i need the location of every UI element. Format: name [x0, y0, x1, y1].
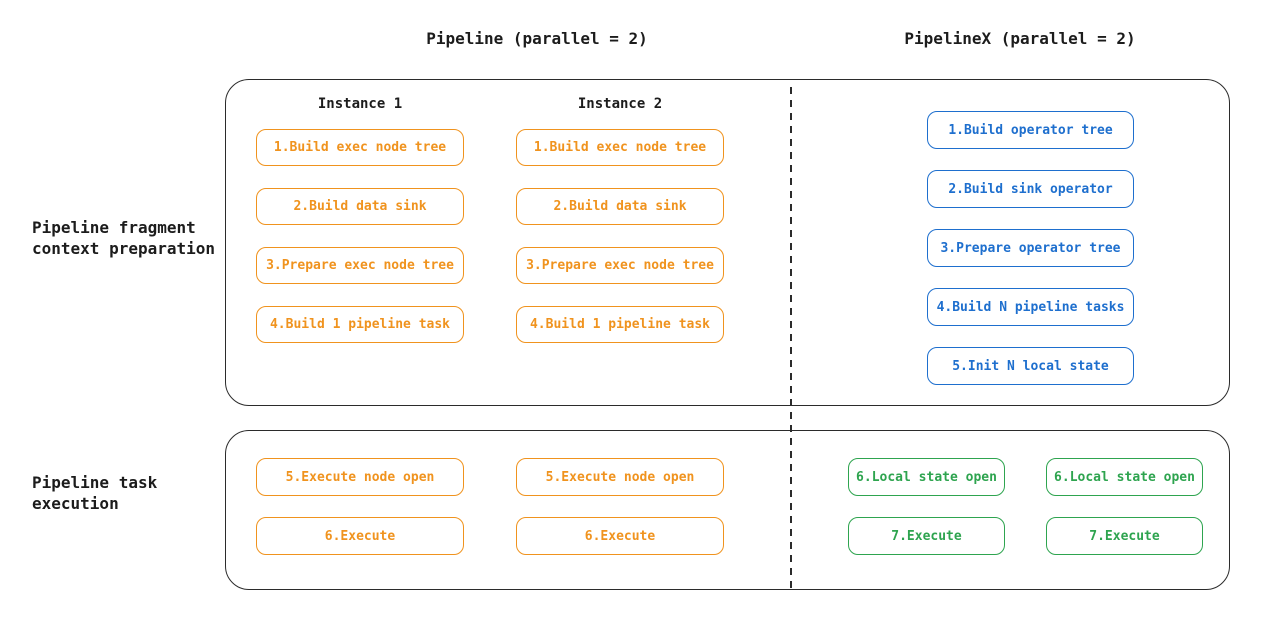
pipelinex-title: PipelineX (parallel = 2): [904, 29, 1136, 48]
pipeline-i1-prep-step-3: 3.Prepare exec node tree: [256, 247, 464, 284]
preparation-frame: [225, 79, 1230, 406]
dashed-divider: [790, 87, 792, 588]
pipelinex-task1-exec-step-1: 6.Local state open: [848, 458, 1005, 496]
pipeline-title: Pipeline (parallel = 2): [426, 29, 648, 48]
pipelinex-prep-step-2: 2.Build sink operator: [927, 170, 1134, 208]
pipeline-i2-exec-step-2: 6.Execute: [516, 517, 724, 555]
pipeline-i2-prep-step-4: 4.Build 1 pipeline task: [516, 306, 724, 343]
pipelinex-prep-step-3: 3.Prepare operator tree: [927, 229, 1134, 267]
row-label-preparation: Pipeline fragment context preparation: [32, 218, 216, 258]
pipeline-i2-prep-step-3: 3.Prepare exec node tree: [516, 247, 724, 284]
row-label-execution: Pipeline task execution: [32, 473, 158, 513]
pipeline-i1-prep-step-2: 2.Build data sink: [256, 188, 464, 225]
pipeline-i1-prep-step-4: 4.Build 1 pipeline task: [256, 306, 464, 343]
instance-2-header: Instance 2: [577, 96, 663, 112]
pipeline-i1-prep-step-1: 1.Build exec node tree: [256, 129, 464, 166]
pipelinex-prep-step-5: 5.Init N local state: [927, 347, 1134, 385]
pipelinex-task2-exec-step-1: 6.Local state open: [1046, 458, 1203, 496]
pipeline-i2-prep-step-2: 2.Build data sink: [516, 188, 724, 225]
execution-frame: [225, 430, 1230, 590]
pipeline-i2-exec-step-1: 5.Execute node open: [516, 458, 724, 496]
pipelinex-task1-exec-step-2: 7.Execute: [848, 517, 1005, 555]
pipeline-i2-prep-step-1: 1.Build exec node tree: [516, 129, 724, 166]
pipeline-i1-exec-step-2: 6.Execute: [256, 517, 464, 555]
instance-1-header: Instance 1: [317, 96, 403, 112]
pipelinex-prep-step-4: 4.Build N pipeline tasks: [927, 288, 1134, 326]
pipelinex-task2-exec-step-2: 7.Execute: [1046, 517, 1203, 555]
pipelinex-prep-step-1: 1.Build operator tree: [927, 111, 1134, 149]
pipeline-i1-exec-step-1: 5.Execute node open: [256, 458, 464, 496]
